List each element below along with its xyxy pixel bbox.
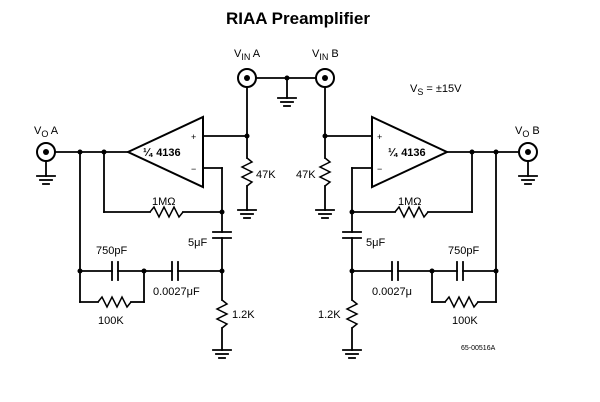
vo-b-label: VO B bbox=[515, 125, 540, 139]
resistor-47k-right bbox=[318, 135, 332, 211]
resistor-47k-left bbox=[240, 135, 254, 211]
input-ground-symbol bbox=[277, 77, 297, 107]
document-code: 65-00516A bbox=[461, 345, 496, 352]
ground-47k-left bbox=[237, 209, 257, 219]
r1m-left-label: 1MΩ bbox=[152, 196, 176, 208]
vo-a-ground bbox=[36, 160, 56, 185]
opamp-left-plus: + bbox=[191, 132, 196, 142]
c750-right-label: 750pF bbox=[448, 245, 479, 257]
c5uf-left-label: 5μF bbox=[188, 237, 207, 249]
vo-a-label: VO A bbox=[34, 125, 59, 139]
c5uf-right-label: 5μF bbox=[366, 237, 385, 249]
vin-a-label: VIN A bbox=[234, 48, 261, 62]
opamp-right-plus: + bbox=[377, 132, 382, 142]
vin-a-connector bbox=[237, 68, 257, 88]
c750-left-label: 750pF bbox=[96, 245, 127, 257]
resistor-1k2-right bbox=[345, 299, 359, 351]
vo-a-connector bbox=[36, 142, 56, 162]
vo-b-connector bbox=[518, 142, 538, 162]
r47k-left-label: 47K bbox=[256, 169, 276, 181]
resistor-1m-left bbox=[149, 205, 184, 219]
opamp-left-minus: − bbox=[191, 164, 196, 174]
r1m-right-label: 1MΩ bbox=[398, 196, 422, 208]
r100k-left-label: 100K bbox=[98, 315, 124, 327]
diagram-title: RIAA Preamplifier bbox=[226, 9, 370, 28]
r100k-right-label: 100K bbox=[452, 315, 478, 327]
ground-1k2-right bbox=[342, 349, 362, 359]
supply-voltage-label: VS = ±15V bbox=[410, 83, 462, 97]
resistor-1m-right bbox=[394, 205, 429, 219]
ground-47k-right bbox=[315, 209, 335, 219]
vin-b-connector bbox=[315, 68, 335, 88]
c0027-left-label: 0.0027μF bbox=[153, 286, 200, 298]
r1k2-right-label: 1.2K bbox=[318, 309, 341, 321]
vin-b-label: VIN B bbox=[312, 48, 339, 62]
opamp-right-minus: − bbox=[377, 164, 382, 174]
ground-1k2-left bbox=[212, 349, 232, 359]
vo-b-ground bbox=[518, 160, 538, 185]
r1k2-left-label: 1.2K bbox=[232, 309, 255, 321]
c0027-right-label: 0.0027μ bbox=[372, 286, 412, 298]
resistor-100k-left bbox=[97, 295, 132, 309]
resistor-100k-right bbox=[444, 295, 479, 309]
r47k-right-label: 47K bbox=[296, 169, 316, 181]
resistor-1k2-left bbox=[215, 299, 229, 351]
